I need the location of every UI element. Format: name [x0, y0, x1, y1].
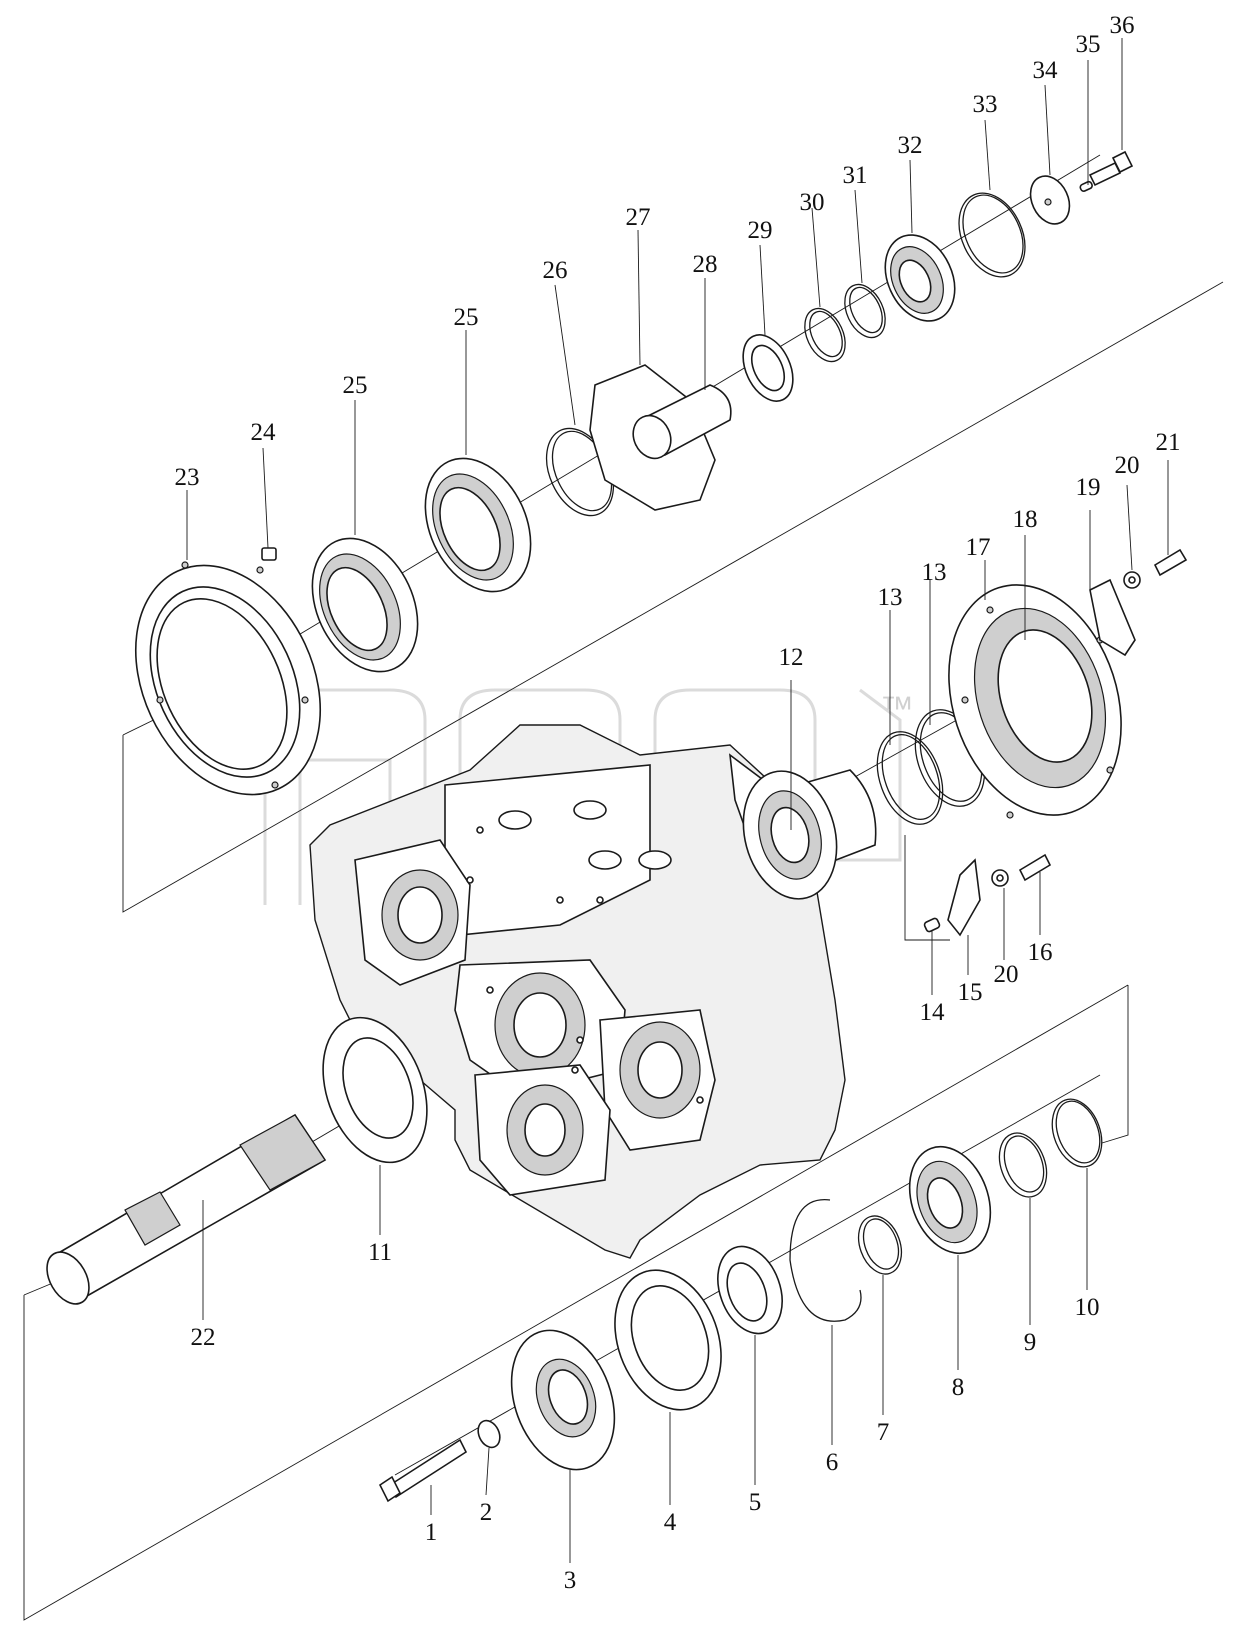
part-10-o-ring	[1051, 1098, 1103, 1168]
upper-output-assembly	[134, 150, 1134, 796]
callout-20b: 20	[1115, 452, 1140, 479]
gearbox-housing	[309, 724, 846, 1259]
callout-11: 11	[368, 1239, 392, 1266]
callout-22: 22	[191, 1324, 216, 1351]
part-6-snap-ring	[789, 1199, 862, 1322]
callout-7: 7	[877, 1419, 890, 1446]
part-15-lock-plate	[947, 858, 981, 937]
watermark-trademark: ™	[880, 690, 914, 728]
callout-24: 24	[251, 419, 277, 446]
callout-28: 28	[693, 251, 718, 278]
input-shaft-assembly	[46, 1016, 428, 1305]
part-31-ring	[844, 283, 886, 339]
callout-33: 33	[973, 91, 998, 118]
callout-25a: 25	[343, 372, 368, 399]
callout-34: 34	[1033, 57, 1059, 84]
callout-23: 23	[175, 464, 200, 491]
part-14-pin	[923, 917, 941, 933]
callout-35: 35	[1076, 31, 1101, 58]
callout-26: 26	[543, 257, 568, 284]
lower-bearing-assembly	[378, 1098, 1103, 1503]
part-24-plug	[261, 547, 277, 561]
part-19-lock-plate	[1089, 578, 1136, 657]
callout-2: 2	[480, 1499, 493, 1526]
callout-31: 31	[843, 162, 868, 189]
callout-27: 27	[626, 204, 651, 231]
watermark-logo: ™	[263, 688, 914, 905]
callout-8: 8	[952, 1374, 965, 1401]
part-36-bolt	[1088, 161, 1122, 187]
callout-9: 9	[1024, 1329, 1037, 1356]
callout-19: 19	[1076, 474, 1101, 501]
callout-36: 36	[1110, 12, 1135, 39]
callout-13a: 13	[878, 584, 903, 611]
callout-5: 5	[749, 1489, 762, 1516]
callout-20a: 20	[994, 961, 1019, 988]
callout-30: 30	[800, 189, 825, 216]
callout-15: 15	[958, 979, 983, 1006]
callout-21: 21	[1156, 429, 1181, 456]
callout-labels: 1 2 3 4 5 6 7 8 9 10 11 12 13 13 14 15 1…	[175, 12, 1181, 1594]
part-2-washer	[477, 1419, 501, 1449]
callout-6: 6	[826, 1449, 839, 1476]
callout-13b: 13	[922, 559, 947, 586]
part-16-bolt	[1018, 853, 1052, 882]
callout-25b: 25	[454, 304, 479, 331]
part-13-ring-a	[876, 731, 944, 825]
callout-18: 18	[1013, 506, 1038, 533]
callout-29: 29	[748, 217, 773, 244]
callout-12: 12	[779, 644, 804, 671]
part-35-pin	[1079, 180, 1093, 192]
part-33-o-ring	[958, 192, 1026, 278]
part-1-bolt	[388, 1438, 468, 1499]
leader-lines	[186, 38, 1169, 1563]
callout-3: 3	[564, 1567, 577, 1594]
callout-32: 32	[898, 132, 923, 159]
callout-4: 4	[664, 1509, 677, 1536]
part-9-ring	[998, 1132, 1048, 1198]
callout-16: 16	[1028, 939, 1053, 966]
callout-17: 17	[966, 534, 991, 561]
callout-1: 1	[425, 1519, 438, 1546]
callout-10: 10	[1075, 1294, 1100, 1321]
part-7-ring	[857, 1215, 903, 1275]
part-21-bolt	[1153, 548, 1188, 577]
middle-drive-assembly	[742, 548, 1188, 937]
callout-14: 14	[920, 999, 946, 1026]
part-30-ring	[804, 307, 846, 363]
